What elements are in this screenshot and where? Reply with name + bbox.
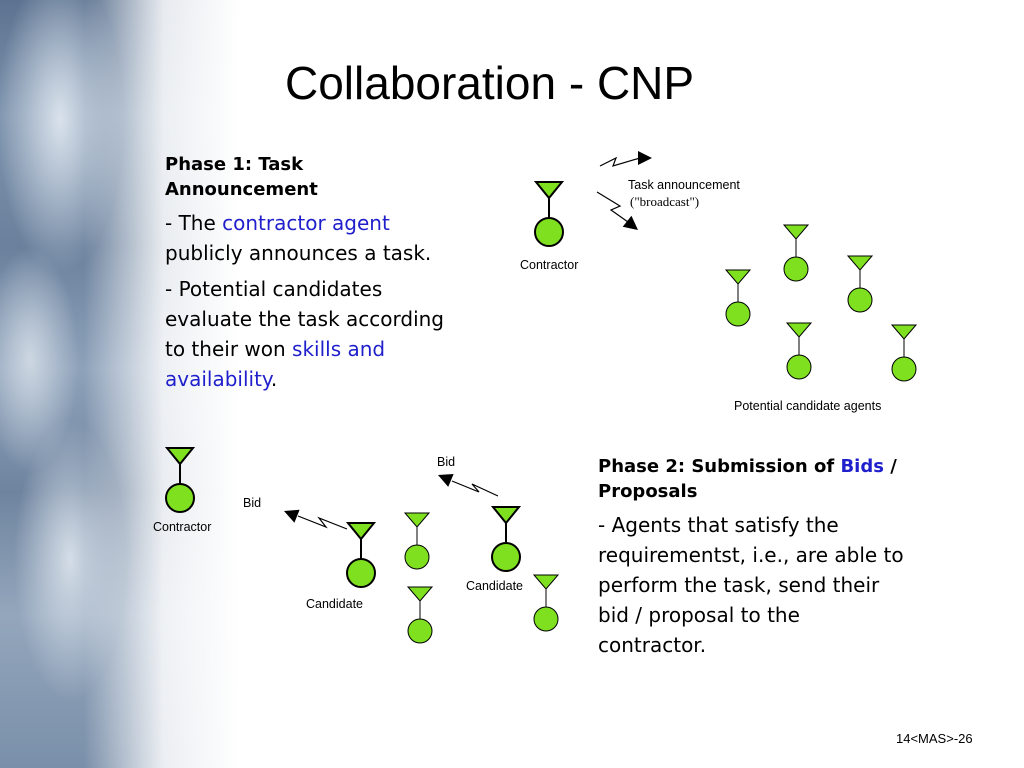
phase1-heading-line2: Announcement [165,179,318,200]
label-broadcast: ("broadcast") [630,194,699,209]
phase1-p1-dash: - The [165,211,223,235]
phase2-heading-pre: Phase 2: Submission of [598,456,841,477]
label-task-announcement: Task announcement [628,178,740,192]
message-arrow-group [284,151,652,530]
label-bid-left: Bid [243,496,261,510]
agent-icon-candidate-c [846,255,874,313]
message-arrow-icon-broadcast-right [599,151,652,167]
phase1-heading: Phase 1: Task Announcement [165,152,490,202]
phase2-heading: Phase 2: Submission of Bids / Proposals [598,454,958,504]
phase2-heading-post: / [883,456,897,477]
label-candidate-right: Candidate [466,579,523,593]
phase2-text-block: Phase 2: Submission of Bids / Proposals … [598,454,958,666]
phase2-p1-line1: - Agents that satisfy the [598,513,839,537]
label-candidate-left: Candidate [306,597,363,611]
agent-icon-candidate-g [406,586,434,644]
agent-icon-contractor-bottom [164,447,196,513]
phase2-p1-line3: perform the task, send their [598,573,880,597]
phase1-paragraph-2: - Potential candidates evaluate the task… [165,274,490,394]
phase1-text-block: Phase 1: Task Announcement - The contrac… [165,152,490,400]
agent-icon-candidate-b [782,224,810,282]
phase1-paragraph-1: - The contractor agent publicly announce… [165,208,490,268]
label-contractor-bottom: Contractor [153,520,211,534]
message-arrow-icon-bid-top [438,473,499,497]
message-arrow-icon-bid-left [284,509,348,530]
agent-icon-candidate-bid-right [490,506,522,572]
phase1-p1-rest: publicly announces a task. [165,241,432,265]
phase2-p1-line2: requirementst, i.e., are able to [598,543,904,567]
phase2-p1-line4: bid / proposal to the [598,603,800,627]
agent-icon-candidate-d [785,322,813,380]
phase2-heading-highlight: Bids [840,456,884,477]
phase1-p2-line3-highlight: skills and [292,337,386,361]
background-mountain-image [0,0,240,768]
agent-icon-candidate-a [724,269,752,327]
agent-icon-contractor-top [533,181,565,247]
label-contractor-top: Contractor [520,258,578,272]
phase1-p2-line1: - Potential candidates [165,277,383,301]
agent-icon-candidate-e [890,324,918,382]
phase1-p2-line3-pre: to their won [165,337,293,361]
phase2-paragraph-1: - Agents that satisfy the requirementst,… [598,510,958,660]
agent-icon-candidate-h [532,574,560,632]
phase1-p2-line4-end: . [270,367,278,391]
agent-icon-candidate-bid-left [345,522,377,588]
page-title: Collaboration - CNP [285,57,695,109]
page-number: 14<MAS>-26 [896,731,973,746]
phase2-p1-line5: contractor. [598,633,707,657]
phase1-p2-line2: evaluate the task according [165,307,445,331]
label-potential-candidates: Potential candidate agents [734,399,881,413]
agent-icon-candidate-f [403,512,431,570]
phase2-heading-line2: Proposals [598,481,698,502]
phase1-p2-line4-highlight: availability [165,367,271,391]
phase1-p1-highlight: contractor agent [222,211,390,235]
message-arrow-icon-broadcast-down [596,191,638,230]
phase1-heading-line1: Phase 1: Task [165,154,304,175]
label-bid-top: Bid [437,455,455,469]
agent-group [164,181,918,644]
